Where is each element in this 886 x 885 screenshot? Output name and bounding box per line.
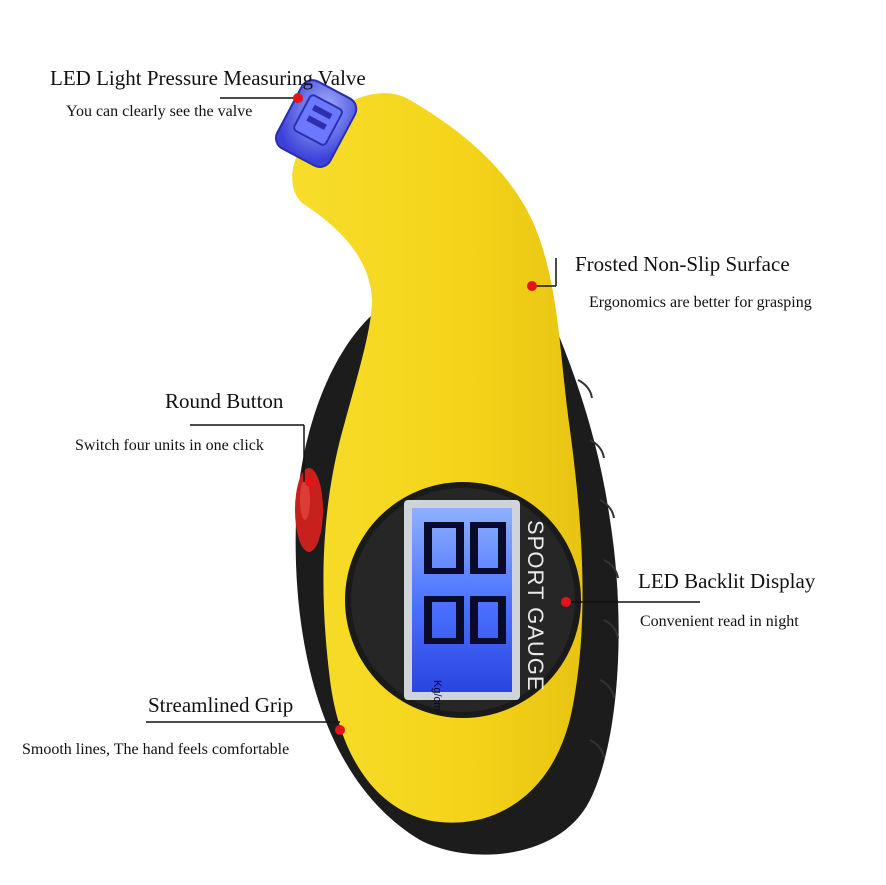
surface-title: Frosted Non-Slip Surface bbox=[575, 252, 790, 276]
brand-text: SPORT GAUGE bbox=[523, 520, 548, 692]
leader-lines bbox=[146, 97, 700, 723]
callout-dots bbox=[293, 93, 571, 735]
button-subtitle: Switch four units in one click bbox=[75, 437, 264, 454]
led-valve-title: LED Light Pressure Measuring Valve bbox=[50, 66, 366, 90]
surface-subtitle: Ergonomics are better for grasping bbox=[589, 294, 812, 311]
led-valve-subtitle: You can clearly see the valve bbox=[66, 103, 253, 120]
lcd-unit: Kg/cm² bbox=[431, 680, 443, 715]
grip-ribs bbox=[577, 379, 619, 759]
grip-subtitle: Smooth lines, The hand feels comfortable bbox=[22, 741, 290, 758]
grip-title: Streamlined Grip bbox=[148, 693, 294, 717]
lcd-digits bbox=[424, 522, 506, 644]
round-button-highlight bbox=[300, 480, 310, 520]
display-title: LED Backlit Display bbox=[638, 569, 816, 593]
display-subtitle: Convenient read in night bbox=[640, 613, 799, 630]
button-title: Round Button bbox=[165, 389, 284, 413]
